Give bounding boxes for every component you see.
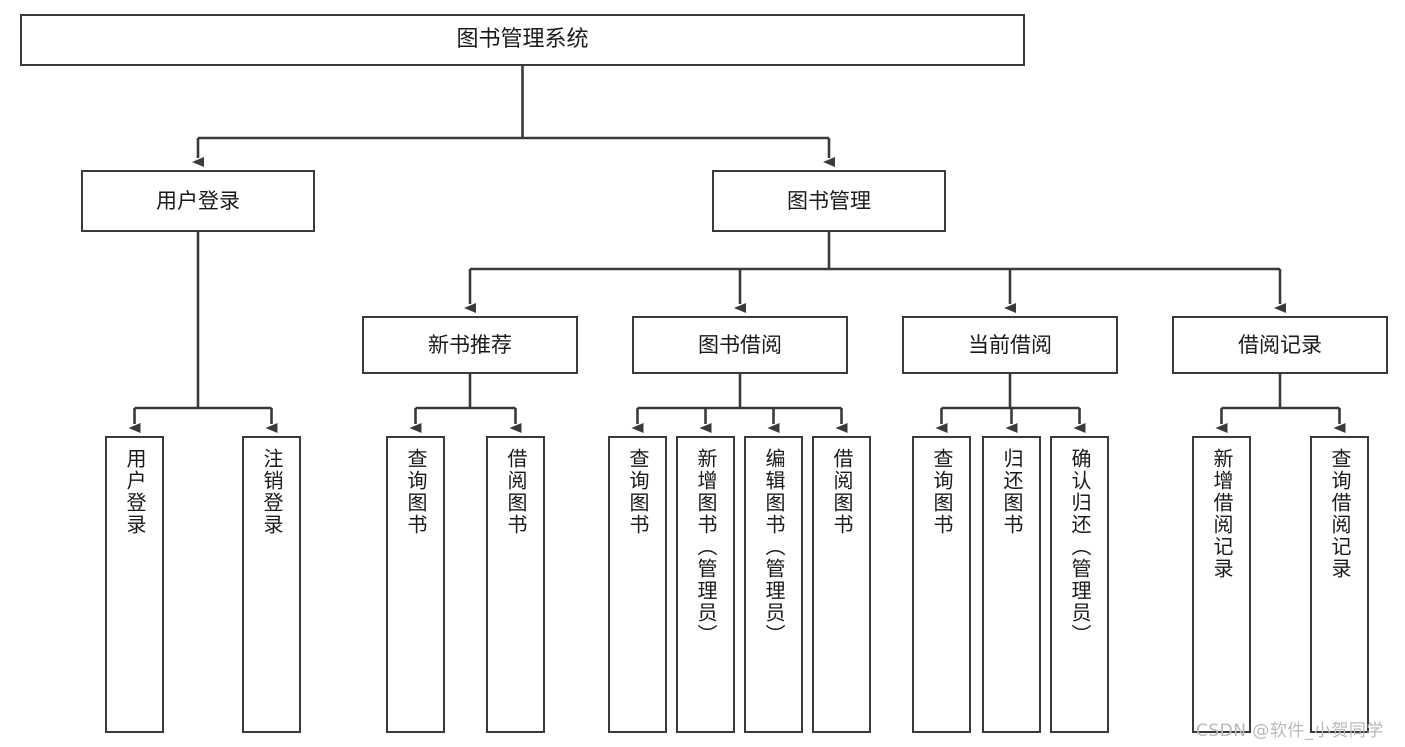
node-label: 图书管理系统 <box>456 27 589 53</box>
node-current-borrow[interactable]: 当前借阅 <box>902 316 1118 374</box>
node-label: 查询图书 <box>626 448 650 536</box>
node-label: 用户登录 <box>123 448 147 536</box>
node-label: 归还图书 <box>1000 448 1024 536</box>
node-label: 注销登录 <box>260 448 284 536</box>
node-label: 编辑图书（管理员） <box>762 448 786 646</box>
node-label: 图书管理 <box>787 188 871 213</box>
node-leaf-cur-confirm[interactable]: 确认归还（管理员） <box>1050 436 1109 733</box>
node-borrow-record[interactable]: 借阅记录 <box>1172 316 1388 374</box>
node-label: 查询图书 <box>404 448 428 536</box>
node-leaf-brw-borrow[interactable]: 借阅图书 <box>812 436 871 733</box>
node-leaf-rec-query2[interactable]: 查询借阅记录 <box>1310 436 1369 733</box>
node-label: 借阅图书 <box>830 448 854 536</box>
node-leaf-rec-add[interactable]: 新增借阅记录 <box>1192 436 1251 733</box>
node-label: 图书借阅 <box>698 332 782 357</box>
node-root[interactable]: 图书管理系统 <box>20 14 1025 66</box>
node-leaf-brw-query[interactable]: 查询图书 <box>608 436 667 733</box>
node-leaf-brw-edit[interactable]: 编辑图书（管理员） <box>744 436 803 733</box>
node-user-login[interactable]: 用户登录 <box>81 170 315 232</box>
node-label: 借阅记录 <box>1238 332 1322 357</box>
node-new-book-rec[interactable]: 新书推荐 <box>362 316 578 374</box>
node-leaf-rec-query[interactable]: 查询图书 <box>386 436 445 733</box>
node-label: 查询图书 <box>930 448 954 536</box>
node-book-borrow[interactable]: 图书借阅 <box>632 316 848 374</box>
node-label: 新书推荐 <box>428 332 512 357</box>
node-label: 新增图书（管理员） <box>694 448 718 646</box>
node-label: 查询借阅记录 <box>1328 448 1352 580</box>
node-book-manage[interactable]: 图书管理 <box>712 170 946 232</box>
node-leaf-cur-query[interactable]: 查询图书 <box>912 436 971 733</box>
node-label: 当前借阅 <box>968 332 1052 357</box>
node-label: 借阅图书 <box>504 448 528 536</box>
node-leaf-user-login[interactable]: 用户登录 <box>105 436 164 733</box>
node-leaf-cur-return[interactable]: 归还图书 <box>982 436 1041 733</box>
node-leaf-rec-borrow[interactable]: 借阅图书 <box>486 436 545 733</box>
csdn-watermark: CSDN @软件_小贺同学 <box>1196 721 1384 741</box>
node-label: 确认归还（管理员） <box>1068 448 1092 646</box>
node-label: 用户登录 <box>156 188 240 213</box>
node-leaf-brw-add[interactable]: 新增图书（管理员） <box>676 436 735 733</box>
node-leaf-user-logout[interactable]: 注销登录 <box>242 436 301 733</box>
node-label: 新增借阅记录 <box>1210 448 1234 580</box>
